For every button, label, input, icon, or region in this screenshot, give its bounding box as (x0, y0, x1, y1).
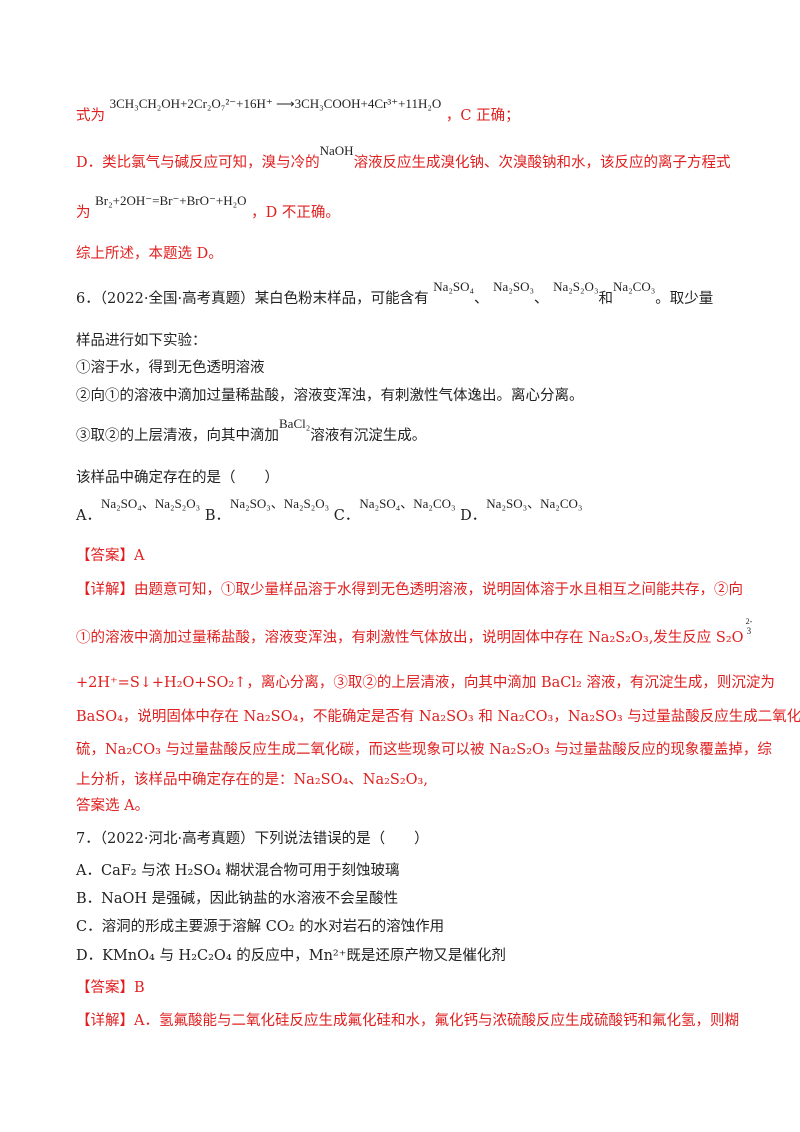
q6-option-b-label: B． (204, 508, 230, 524)
statement-d-text-b: 溶液反应生成溴化钠、次溴酸钠和水，该反应的离子方程式 (353, 155, 731, 171)
q6-option-a-label: A． (76, 508, 101, 524)
q6-question: 该样品中确定存在的是（ ） (76, 470, 279, 486)
equation-c-line: 式为 3CH₃CH₂OH+2Cr₂O₇²⁻+16H⁺ ⟶3CH₃COOH+4Cr… (76, 96, 520, 126)
q6-detail-2: ①的溶液中滴加过量稀盐酸，溶液变浑浊，有刺激性气体放出，说明固体中存在 Na₂S… (76, 617, 752, 648)
q6-options: A．Na₂SO₄、Na₂S₂O₃ B．Na₂SO₃、Na₂S₂O₃ C．Na₂S… (76, 496, 726, 526)
q6-step3: ③取②的上层清液，向其中滴加BaCl₂溶液有沉淀生成。 (76, 416, 427, 446)
separator: 、 (534, 291, 549, 307)
bacl2-formula: BaCl₂ (279, 416, 311, 431)
q6-option-a: Na₂SO₄、Na₂S₂O₃ (100, 496, 201, 511)
equation-c-verdict: ，C 正确； (445, 108, 520, 124)
naoh-formula: NaOH (319, 143, 354, 158)
equation-c-lead: 式为 (76, 108, 105, 124)
q7-option-b: B．NaOH 是强碱，因此钠盐的水溶液不会呈酸性 (76, 891, 399, 907)
q6-answer: 【答案】A (76, 548, 145, 564)
q6-option-b: Na₂SO₃、Na₂S₂O₃ (229, 496, 330, 511)
summary-line: 综上所述，本题选 D。 (76, 246, 223, 262)
q6-step2: ②向①的溶液中滴加过量稀盐酸，溶液变浑浊，有刺激性气体逸出。离心分离。 (76, 388, 584, 404)
q6-detail-2-text: ①的溶液中滴加过量稀盐酸，溶液变浑浊，有刺激性气体放出，说明固体中存在 Na₂S… (76, 630, 744, 646)
q6-detail-5: 硫，Na₂CO₃ 与过量盐酸反应生成二氧化碳，而这些现象可以被 Na₂S₂O₃ … (76, 742, 772, 758)
q7-stem: 7．（2022·河北·高考真题）下列说法错误的是（ ） (76, 831, 429, 847)
q6-step3-text-a: ③取②的上层清液，向其中滴加 (76, 428, 279, 444)
separator: 、 (474, 291, 489, 307)
statement-d-text-a: D．类比氯气与碱反应可知，溴与冷的 (76, 155, 320, 171)
compound-na2so3: Na₂SO₃ (493, 279, 534, 294)
compound-na2so4: Na₂SO₄ (433, 279, 475, 294)
q7-option-d: D．KMnO₄ 与 H₂C₂O₄ 的反应中，Mn²⁺既是还原产物又是催化剂 (76, 948, 506, 964)
q6-stem-tail: 。取少量 (655, 291, 714, 307)
q6-detail-3: +2H⁺=S↓+H₂O+SO₂↑，离心分离，③取②的上层清液，向其中滴加 BaC… (76, 675, 775, 691)
q6-stem-text: 6．（2022·全国·高考真题）某白色粉末样品，可能含有 (76, 291, 429, 307)
q6-option-d-label: D． (460, 508, 487, 524)
q6-line2: 样品进行如下实验： (76, 333, 207, 349)
conjunction: 和 (598, 291, 613, 307)
q7-answer: 【答案】B (76, 980, 145, 996)
equation-c: 3CH₃CH₂OH+2Cr₂O₇²⁻+16H⁺ ⟶3CH₃COOH+4Cr³⁺+… (109, 96, 442, 111)
q6-option-c: Na₂SO₄、Na₂CO₃ (359, 496, 456, 511)
q6-detail-7: 答案选 A。 (76, 798, 150, 814)
q7-option-c: C．溶洞的形成主要源于溶解 CO₂ 的水对岩石的溶蚀作用 (76, 919, 445, 935)
q6-option-d: Na₂SO₃、Na₂CO₃ (486, 496, 583, 511)
q6-stem: 6．（2022·全国·高考真题）某白色粉末样品，可能含有 Na₂SO₄、 Na₂… (76, 279, 714, 309)
equation-d: Br₂+2OH⁻=Br⁻+BrO⁻+H₂O (95, 193, 247, 208)
q7-detail-1: 【详解】A．氢氟酸能与二氧化硅反应生成氟化硅和水，氟化钙与浓硫酸反应生成硫酸钙和… (76, 1013, 739, 1029)
compound-na2s2o3: Na₂S₂O₃ (553, 279, 599, 294)
equation-d-line: 为 Br₂+2OH⁻=Br⁻+BrO⁻+H₂O ，D 不正确。 (76, 193, 340, 223)
q6-detail-4: BaSO₄，说明固体中存在 Na₂SO₄，不能确定是否有 Na₂SO₃ 和 Na… (76, 709, 800, 725)
q6-detail-2-sub: 3 (746, 626, 752, 636)
q6-detail-2-sup: 2- (745, 617, 753, 626)
equation-d-lead: 为 (76, 205, 91, 221)
q6-step1: ①溶于水，得到无色透明溶液 (76, 360, 265, 376)
q6-detail-1: 【详解】由题意可知，①取少量样品溶于水得到无色透明溶液，说明固体溶于水且相互之间… (76, 582, 743, 598)
statement-d-line: D．类比氯气与碱反应可知，溴与冷的NaOH溶液反应生成溴化钠、次溴酸钠和水，该反… (76, 143, 731, 173)
equation-d-verdict: ，D 不正确。 (251, 205, 340, 221)
q7-option-a: A．CaF₂ 与浓 H₂SO₄ 糊状混合物可用于刻蚀玻璃 (76, 863, 400, 879)
q6-option-c-label: C． (333, 508, 360, 524)
q6-detail-6: 上分析，该样品中确定存在的是：Na₂SO₄、Na₂S₂O₃, (76, 772, 428, 788)
q6-step3-text-b: 溶液有沉淀生成。 (310, 428, 427, 444)
compound-na2co3: Na₂CO₃ (612, 279, 656, 294)
